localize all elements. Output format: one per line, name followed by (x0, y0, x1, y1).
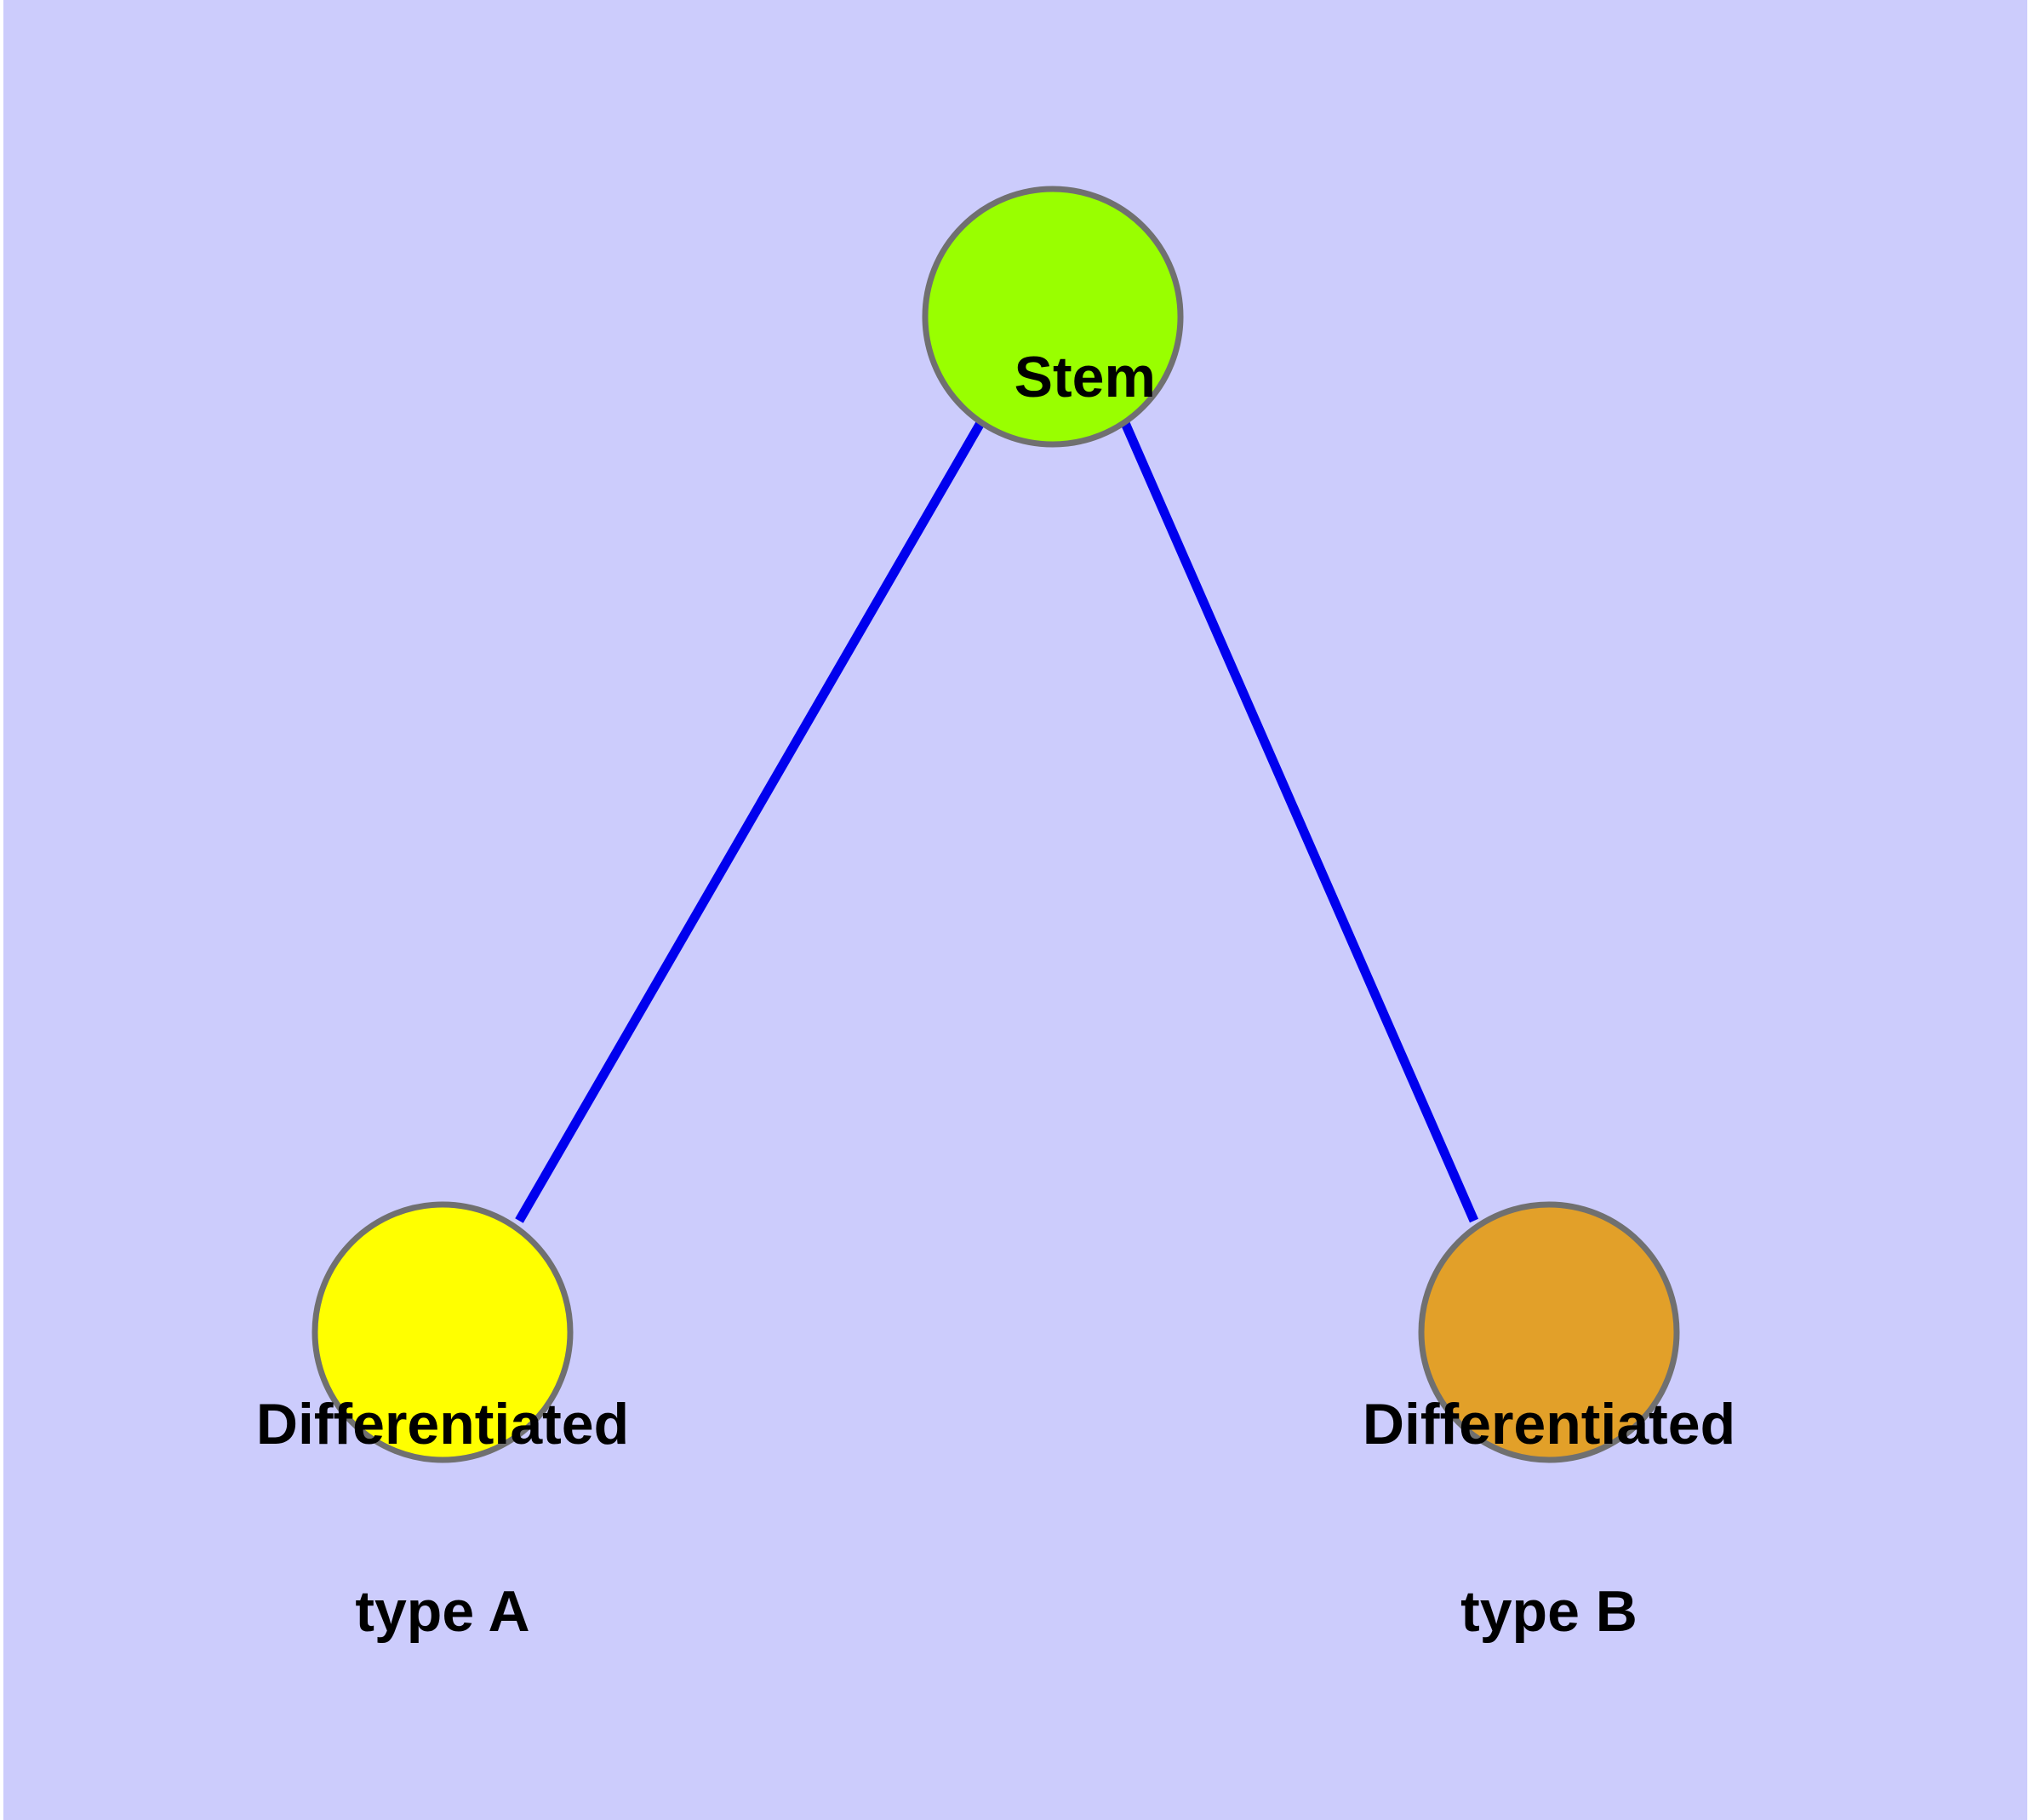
node-differentiated-type-b[interactable] (1418, 1201, 1680, 1463)
node-layer (311, 186, 1680, 1463)
node-differentiated-type-a[interactable] (311, 1201, 574, 1463)
node-stem[interactable] (922, 186, 1184, 448)
edge-layer (515, 421, 1479, 1223)
edge-stem-to-diff-b[interactable] (1120, 421, 1479, 1223)
edge-stem-to-diff-a[interactable] (515, 421, 985, 1223)
